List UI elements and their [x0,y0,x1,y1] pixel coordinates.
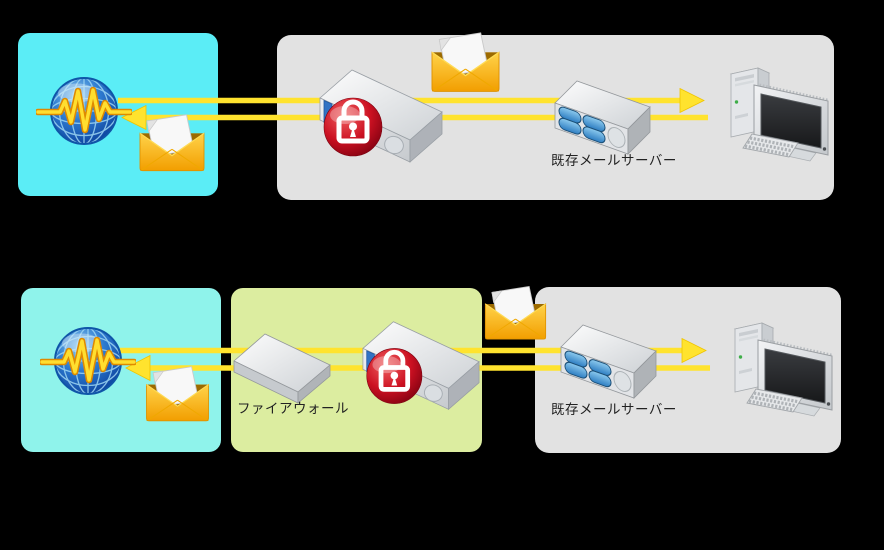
open-envelope-icon [482,283,549,345]
left-arrowhead-bottom [125,354,151,382]
right-arrowhead-bottom [681,337,707,364]
open-envelope-icon [136,112,208,176]
internet-signal-globe-icon [36,74,132,148]
right-arrowhead-top [679,87,705,114]
firewall-label-bottom: ファイアウォール [237,401,349,416]
open-envelope-icon [142,364,213,426]
desktop-computer-icon [730,309,842,419]
left-arrowhead-top [121,104,147,131]
mail-server-label-top: 既存メールサーバー [551,153,677,168]
mail-server-icon [556,320,661,402]
mail-server-icon [550,76,655,158]
desktop-computer-icon [726,54,838,164]
security-lock-appliance-icon [358,317,484,416]
mail-server-label-bottom: 既存メールサーバー [551,402,677,417]
internet-signal-globe-icon [40,324,136,398]
open-envelope-icon [428,30,503,97]
